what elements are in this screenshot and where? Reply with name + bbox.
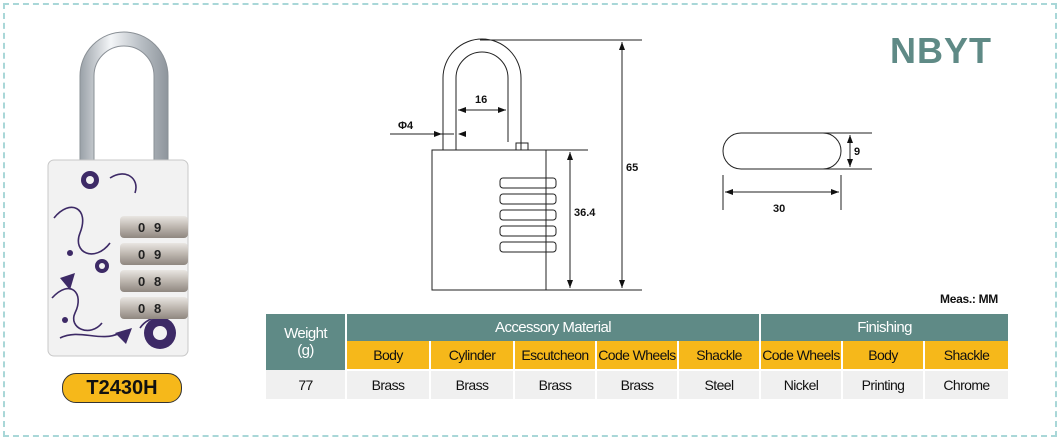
page-frame [3,3,1057,437]
dim-total-height: 65 [626,162,638,174]
wheel-digit: 9 [154,220,161,235]
wheel-digit: 0 [138,220,145,235]
subheader-finishing-shackle: Shackle [924,341,1009,371]
subheader-code-wheels: Code Wheels [596,341,679,371]
dim-shackle-diameter: Φ4 [398,120,414,132]
weight-value: 77 [266,370,347,399]
wheel-digit: 9 [154,247,161,262]
shackle-shape [79,31,169,169]
finishing-header: Finishing [760,314,1009,341]
code-wheels: 0 9 0 9 0 8 0 8 [120,216,188,319]
subheader-shackle: Shackle [678,341,762,371]
value-finishing-code-wheels: Nickel [760,370,844,399]
weight-header: Weight(g) [266,314,347,370]
dim-body-height: 36.4 [574,207,596,219]
brand-logo: NBYT [890,30,992,71]
drawing-shackle [442,38,522,150]
dim-shackle-width: 16 [475,94,487,106]
value-escutcheon: Brass [514,370,597,399]
value-body: Brass [346,370,431,399]
value-code-wheels: Brass [596,370,679,399]
dim-key-width: 30 [773,203,785,215]
wheel-digit: 8 [154,301,161,316]
technical-drawing: 16 Φ4 65 36.4 9 30 [390,38,872,291]
value-finishing-shackle: Chrome [924,370,1009,399]
subheader-escutcheon: Escutcheon [514,341,597,371]
subheader-finishing-body: Body [842,341,926,371]
value-shackle: Steel [678,370,762,399]
value-finishing-body: Printing [842,370,926,399]
subheader-body: Body [346,341,431,371]
value-cylinder: Brass [430,370,515,399]
spec-table: Weight(g) Accessory Material Finishing B… [266,314,1009,399]
product-image: 0 9 0 9 0 8 0 8 [47,31,189,357]
wheel-digit: 8 [154,274,161,289]
model-number-badge: T2430H [62,373,182,403]
measure-unit-note: Meas.: MM [940,292,998,306]
subheader-finishing-code-wheels: Code Wheels [760,341,844,371]
wheel-digit: 0 [138,301,145,316]
wheel-digit: 0 [138,274,145,289]
accessory-material-header: Accessory Material [346,314,762,341]
wheel-digit: 0 [138,247,145,262]
drawing-key [722,132,842,170]
subheader-cylinder: Cylinder [430,341,515,371]
dim-key-height: 9 [854,146,860,158]
